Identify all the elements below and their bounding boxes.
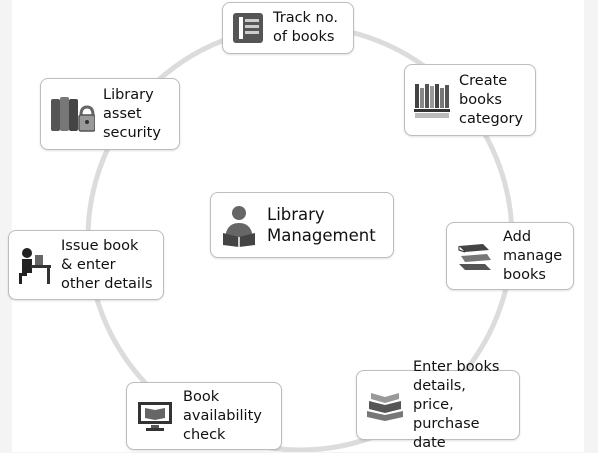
- book-ledger-icon: [231, 11, 265, 45]
- node-label: Track no. of books: [273, 10, 338, 45]
- node-track-books: Track no. of books: [222, 2, 354, 54]
- node-label: Issue book & enter other details: [61, 237, 153, 292]
- node-label: Create books category: [459, 72, 524, 127]
- node-issue-book: Issue book & enter other details: [8, 230, 164, 300]
- node-enter-details: Enter books details, price, purchase dat…: [356, 359, 520, 451]
- desk-person-icon: [17, 245, 53, 285]
- node-label: Enter books details, price, purchase dat…: [413, 358, 500, 451]
- books-lock-icon: [49, 93, 95, 135]
- node-label: Add manage books: [503, 228, 563, 283]
- node-create-category: Create books category: [404, 64, 536, 136]
- node-label: Library asset security: [103, 86, 161, 141]
- center-node-library-management: Library Management: [210, 192, 394, 258]
- node-asset-security: Library asset security: [40, 78, 180, 150]
- computer-book-icon: [135, 399, 175, 433]
- bookshelf-icon: [413, 80, 451, 120]
- node-add-manage-books: Add manage books: [446, 222, 574, 290]
- center-label: Library Management: [267, 205, 376, 245]
- node-label: Book availability check: [183, 388, 262, 443]
- open-books-icon: [365, 387, 405, 423]
- node-availability-check: Book availability check: [126, 382, 282, 450]
- book-stack-icon: [455, 238, 495, 274]
- reader-icon: [219, 203, 259, 247]
